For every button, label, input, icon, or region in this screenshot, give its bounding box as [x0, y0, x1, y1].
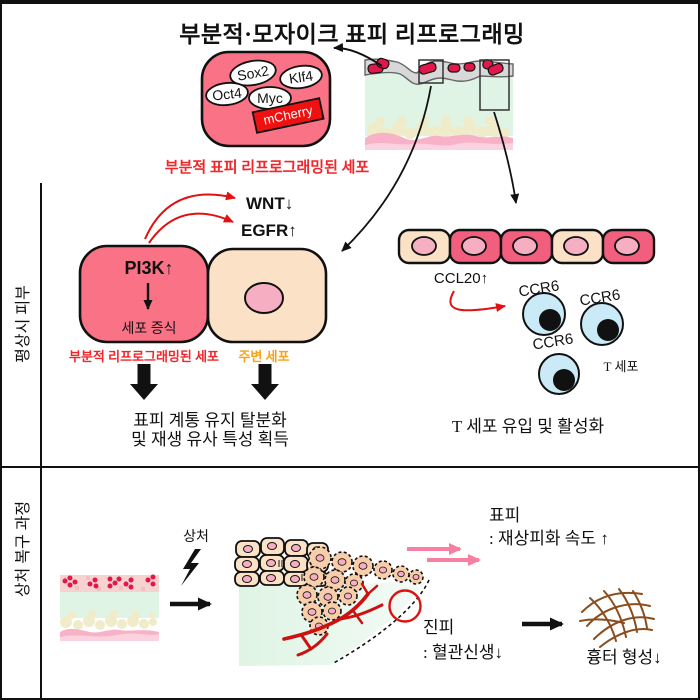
outcome-line1: 표피 계통 유지 탈분화 [133, 411, 287, 430]
small-skin-block [60, 574, 159, 641]
scar-fibers [579, 588, 655, 648]
migrating-cells-dotted [296, 546, 424, 636]
epidermis-band [364, 58, 514, 85]
factor-oval-sox2 [229, 59, 277, 87]
dermis-effect: : 혈관신생↓ [423, 643, 504, 662]
zoom-box-right [479, 59, 510, 111]
t-cells [522, 292, 624, 395]
arrow-to-egfr [148, 212, 234, 244]
factor-label-klf4: Klf4 [287, 67, 315, 87]
tcell-label: T 세포 [603, 359, 639, 374]
outcome-line2: 및 재생 유사 특성 획득 [131, 430, 289, 449]
cell-pair [78, 244, 328, 344]
sidebar-divider [40, 183, 42, 698]
divider-top [2, 2, 698, 4]
divider-middle [2, 466, 698, 468]
dermis-title: 진피 [423, 618, 455, 637]
ccl20-label: CCL20↑ [433, 270, 489, 287]
wound-label: 상처 [183, 530, 209, 545]
mcherry-box [251, 97, 325, 134]
figure-title: 부분적·모자이크 표피 리프로그래밍 [179, 22, 525, 47]
wound-bolt-icon [181, 549, 201, 586]
sidebar-label-normal-skin: 평상시 피부 [15, 285, 32, 363]
arrow-box-to-cell-row [493, 111, 520, 204]
epidermis-title: 표피 [489, 506, 521, 525]
reprogrammed-cell-caption: 부분적 표피 리프로그래밍된 세포 [164, 160, 370, 176]
factor-oval-klf4 [279, 64, 323, 90]
arrow-ccl20-to-tcell [449, 290, 506, 313]
outcome-arrows [130, 364, 279, 400]
proliferation-label: 세포 증식 [121, 322, 177, 337]
factor-label-oct4: Oct4 [211, 84, 243, 104]
reprogrammed-cell-illustration [200, 50, 332, 148]
wnt-label: WNT↓ [246, 194, 294, 213]
neighbor-nucleus [244, 282, 284, 314]
reprogrammed-label: 부분적 리프로그래밍된 세포 [68, 349, 220, 364]
scar-label: 흉터 형성↓ [586, 648, 662, 667]
mosaic-cell-clusters [62, 574, 156, 590]
neighbor-label: 주변 세포 [238, 349, 290, 364]
factor-oval-oct4 [205, 81, 249, 107]
blood-vessels [282, 582, 384, 657]
wound-margin-dotted [331, 579, 430, 665]
epidermis-effect: : 재상피화 속도 ↑ [489, 529, 609, 548]
sidebar-label-wound-repair: 상처 복구 과정 [15, 500, 32, 598]
mosaic-cells [367, 57, 504, 76]
wound-healing-illustration [234, 537, 430, 666]
skin-cross-section [364, 57, 514, 150]
egfr-label: EGFR↑ [241, 221, 297, 240]
zoom-box-left [418, 59, 444, 84]
angiogenesis-circle [388, 589, 422, 623]
factor-label-myc: Myc [257, 90, 283, 106]
epidermis-cell-row [397, 228, 656, 265]
arrow-to-wnt [144, 191, 236, 240]
arrow-box-to-neighbor-cell [341, 85, 432, 252]
tcell-outcome: T 세포 유입 및 활성화 [451, 417, 605, 436]
pi3k-label: PI3K↑ [124, 258, 174, 278]
arrow-skin-to-cell [333, 43, 383, 67]
